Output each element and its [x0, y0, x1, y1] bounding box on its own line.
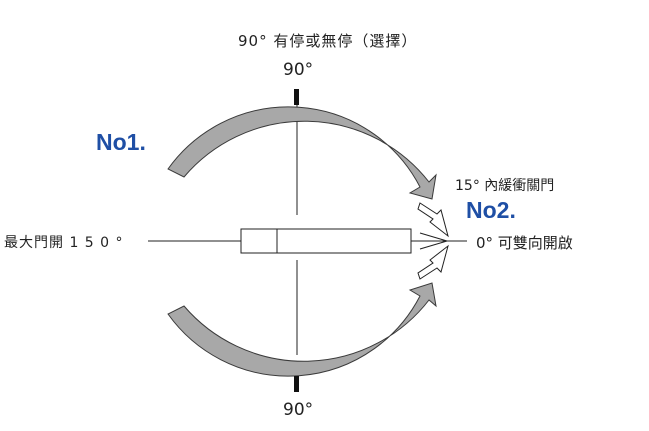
- top-90-marker: [294, 89, 299, 105]
- bottom-angle-label: 90°: [283, 400, 314, 420]
- zero-tip-line-b: [419, 240, 448, 250]
- lower-buffer-arrow: [417, 244, 449, 280]
- zero-degree-label: 0° 可雙向開啟: [476, 234, 573, 252]
- upper-buffer-arrow: [417, 202, 449, 238]
- bottom-90-marker: [294, 376, 299, 392]
- zero-tip-line-a: [419, 232, 448, 242]
- stop-option-title: 90° 有停或無停（選擇）: [238, 32, 418, 50]
- top-angle-label: 90°: [283, 60, 314, 80]
- door-body: [240, 228, 412, 254]
- inner-swing-label: 15° 內緩衝關門: [455, 178, 555, 194]
- max-open-label: 最大門開 1 5 0 °: [4, 235, 124, 251]
- top-swing-arc: [167, 106, 437, 200]
- no1-label: No1.: [96, 129, 146, 155]
- bottom-swing-arc: [167, 282, 437, 377]
- no2-label: No2.: [466, 197, 516, 223]
